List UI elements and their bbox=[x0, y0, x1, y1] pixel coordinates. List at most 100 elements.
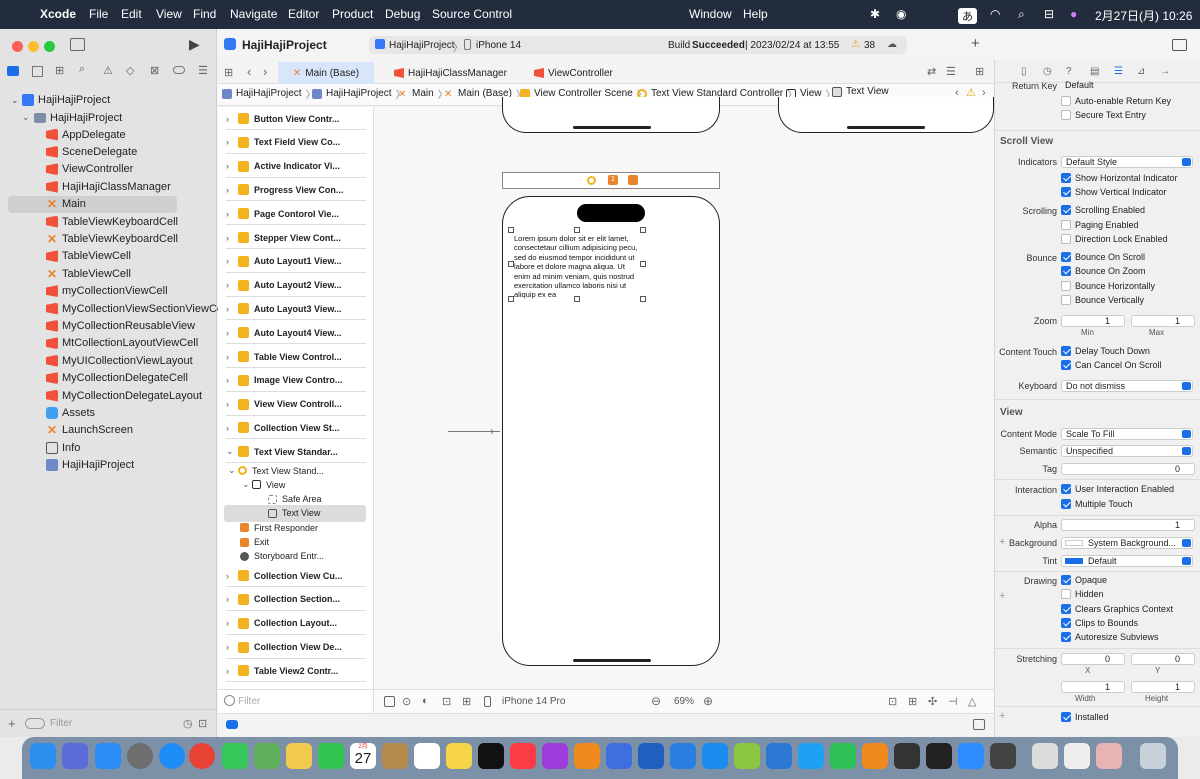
navigator-file-item[interactable]: MtCollectionLayoutViewCell bbox=[46, 335, 198, 352]
control-center-icon[interactable]: ⊟ bbox=[1044, 7, 1055, 21]
cancel-scroll-checkbox[interactable]: Can Cancel On Scroll bbox=[1061, 360, 1162, 370]
bounce-horizontal-checkbox[interactable]: Bounce Horizontally bbox=[1061, 281, 1155, 291]
dictionary-icon[interactable] bbox=[1096, 743, 1122, 769]
close-window-button[interactable] bbox=[12, 41, 23, 52]
app-store-icon[interactable] bbox=[702, 743, 728, 769]
update-frames-icon[interactable]: ⊡ bbox=[888, 696, 898, 708]
secure-entry-checkbox[interactable]: Secure Text Entry bbox=[1061, 110, 1146, 120]
utility-icon[interactable] bbox=[894, 743, 920, 769]
stretch-y-field[interactable]: 0 bbox=[1131, 653, 1195, 665]
resize-handle[interactable] bbox=[508, 296, 514, 302]
facetime-icon[interactable] bbox=[318, 743, 344, 769]
show-horizontal-checkbox[interactable]: Show Horizontal Indicator bbox=[1061, 173, 1178, 183]
chevron-right-icon[interactable]: › bbox=[226, 232, 229, 243]
menu-edit[interactable]: Edit bbox=[121, 7, 142, 21]
navigator-file-item[interactable]: ✕LaunchScreen bbox=[46, 423, 133, 438]
bounce-vertical-checkbox[interactable]: Bounce Vertically bbox=[1061, 295, 1144, 305]
opaque-checkbox[interactable]: Opaque bbox=[1061, 575, 1107, 585]
chevron-right-icon[interactable]: › bbox=[226, 113, 229, 124]
back-icon[interactable]: ‹ bbox=[247, 64, 252, 79]
split-editor-icon[interactable]: ⊞ bbox=[975, 66, 985, 78]
user-interaction-checkbox[interactable]: User Interaction Enabled bbox=[1061, 484, 1174, 494]
photos-icon[interactable] bbox=[286, 743, 312, 769]
notes-icon[interactable] bbox=[446, 743, 472, 769]
clips-bounds-checkbox[interactable]: Clips to Bounds bbox=[1061, 618, 1138, 628]
add-variation-icon[interactable]: + bbox=[999, 710, 1006, 722]
history-icon[interactable]: ◷ bbox=[1043, 66, 1052, 77]
outline-filter-input[interactable]: Filter bbox=[238, 696, 261, 707]
chevron-right-icon[interactable]: › bbox=[226, 375, 229, 386]
menu-product[interactable]: Product bbox=[332, 7, 374, 21]
semantic-popup[interactable]: Unspecified bbox=[1061, 445, 1193, 457]
paging-checkbox[interactable]: Paging Enabled bbox=[1061, 220, 1139, 230]
navigator-file-item[interactable]: MyCollectionViewSectionViewCell bbox=[46, 300, 228, 317]
menu-find[interactable]: Find bbox=[193, 7, 217, 21]
iphone-scene[interactable]: Lorem ipsum dolor sit er elit lamet, con… bbox=[502, 196, 720, 666]
siri-icon[interactable]: ● bbox=[1070, 7, 1078, 21]
outline-scene[interactable]: ›Auto Layout2 View... bbox=[226, 275, 366, 297]
preview-icon[interactable] bbox=[1032, 743, 1058, 769]
outline-scene[interactable]: ⌄Text View Standar... bbox=[226, 441, 366, 464]
chevron-right-icon[interactable]: › bbox=[226, 256, 229, 267]
chevron-right-icon[interactable]: › bbox=[226, 327, 229, 338]
notes-app-icon[interactable] bbox=[382, 743, 408, 769]
instruments-icon[interactable] bbox=[638, 743, 664, 769]
orientation-icon[interactable]: ⊡ bbox=[442, 696, 452, 708]
navigator-root-project[interactable]: HajiHajiProject bbox=[22, 91, 110, 108]
breadcrumb-item[interactable]: HajiHajiProject〉 bbox=[222, 86, 316, 101]
breadcrumb-item[interactable]: ✕Main〉 bbox=[398, 88, 448, 101]
chevron-right-icon[interactable]: › bbox=[226, 351, 229, 362]
outline-scene[interactable]: ›Image View Contro... bbox=[226, 370, 366, 392]
script-editor-icon[interactable] bbox=[734, 743, 760, 769]
tag-field[interactable]: 0 bbox=[1061, 463, 1195, 475]
navigator-file-item[interactable]: ViewController bbox=[46, 161, 133, 178]
tint-popup[interactable]: Default bbox=[1061, 555, 1193, 567]
find-icon[interactable]: ⌕ bbox=[79, 63, 86, 75]
add-icon[interactable]: + bbox=[8, 716, 16, 731]
navigator-file-item[interactable]: MyCollectionDelegateCell bbox=[46, 370, 188, 387]
outline-scene[interactable]: ›View View Controll... bbox=[226, 394, 366, 416]
source-control-icon[interactable] bbox=[32, 66, 43, 77]
outline-child-item[interactable]: Exit bbox=[224, 534, 366, 551]
xcode-dock-icon[interactable] bbox=[606, 743, 632, 769]
menu-source-control[interactable]: Source Control bbox=[432, 7, 513, 21]
calculator-icon[interactable] bbox=[990, 743, 1016, 769]
navigator-file-item[interactable]: myCollectionViewCell bbox=[46, 283, 168, 300]
keynote-icon[interactable] bbox=[798, 743, 824, 769]
trash-icon[interactable] bbox=[1140, 743, 1166, 769]
warning-count[interactable]: 38 bbox=[864, 40, 876, 51]
scheme-icon[interactable] bbox=[375, 39, 385, 49]
tab-main-base[interactable]: ✕ Main (Base) bbox=[278, 62, 374, 84]
chevron-right-icon[interactable]: › bbox=[226, 280, 229, 291]
resize-handle[interactable] bbox=[640, 261, 646, 267]
related-items-icon[interactable]: ⇄ bbox=[927, 66, 937, 78]
embed-in-icon[interactable]: ⊞ bbox=[908, 696, 918, 708]
recent-files-icon[interactable]: ◷ bbox=[183, 718, 193, 730]
resize-handle[interactable] bbox=[574, 227, 580, 233]
chevron-right-icon[interactable]: › bbox=[226, 137, 229, 148]
outline-scene[interactable]: ›Text Field View Co... bbox=[226, 132, 366, 154]
music-icon[interactable] bbox=[510, 743, 536, 769]
device-config-label[interactable]: iPhone 14 Pro bbox=[502, 696, 566, 707]
wifi-icon[interactable]: ◠ bbox=[990, 7, 1001, 21]
resize-handle[interactable] bbox=[508, 227, 514, 233]
outline-child-item[interactable]: First Responder bbox=[224, 519, 366, 536]
zoom-out-icon[interactable]: ⊖ bbox=[651, 694, 662, 708]
size-icon[interactable]: ⊿ bbox=[1137, 66, 1146, 77]
clears-graphics-checkbox[interactable]: Clears Graphics Context bbox=[1061, 604, 1173, 614]
stretch-height-field[interactable]: 1 bbox=[1131, 681, 1195, 693]
appearance-dark-icon[interactable]: ◐ bbox=[422, 695, 429, 707]
chrome-icon[interactable] bbox=[189, 743, 215, 769]
return-key-popup[interactable]: Default bbox=[1065, 80, 1094, 90]
grid-icon[interactable]: ⊞ bbox=[224, 67, 234, 79]
scene-dock[interactable]: 1 bbox=[502, 172, 720, 189]
add-variation-icon[interactable]: + bbox=[999, 536, 1006, 548]
zoom-window-button[interactable] bbox=[44, 41, 55, 52]
direction-lock-checkbox[interactable]: Direction Lock Enabled bbox=[1061, 234, 1168, 244]
outline-scene[interactable]: ›Progress View Con... bbox=[226, 179, 366, 202]
autoresize-checkbox[interactable]: Autoresize Subviews bbox=[1061, 632, 1159, 642]
maps-icon[interactable] bbox=[254, 743, 280, 769]
appearance-light-icon[interactable]: ⊙ bbox=[402, 696, 412, 708]
warning-icon[interactable]: ⚠ bbox=[851, 39, 860, 50]
